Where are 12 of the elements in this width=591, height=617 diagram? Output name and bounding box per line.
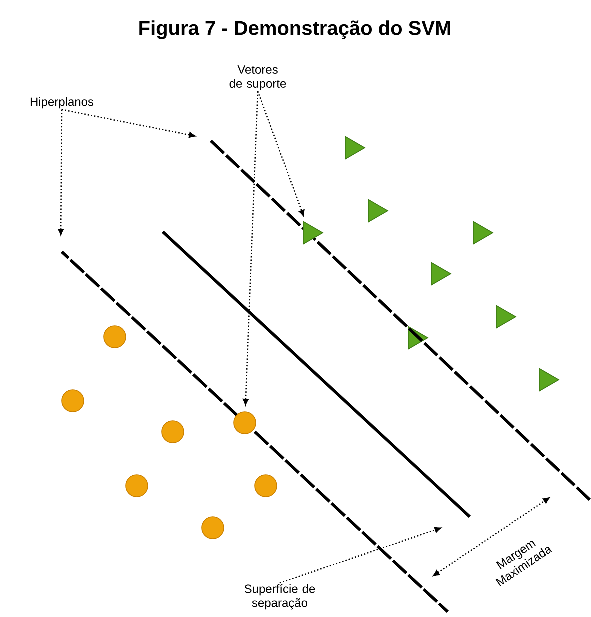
- hyperplane-line: [60, 250, 450, 614]
- separation-line: [162, 230, 472, 518]
- leader-line: [243, 92, 259, 406]
- annotation-text: Vetores de suporte: [230, 66, 286, 90]
- leader-line: [280, 527, 442, 584]
- annotation-text: Hiperplanos: [30, 97, 94, 109]
- hyperplane-line: [208, 138, 591, 502]
- circle-point: [234, 412, 256, 434]
- leader-line: [257, 91, 305, 216]
- leader-line: [58, 110, 64, 236]
- leader-line: [62, 109, 196, 138]
- title: Figura 7 - Demonstração do SVM: [140, 20, 450, 40]
